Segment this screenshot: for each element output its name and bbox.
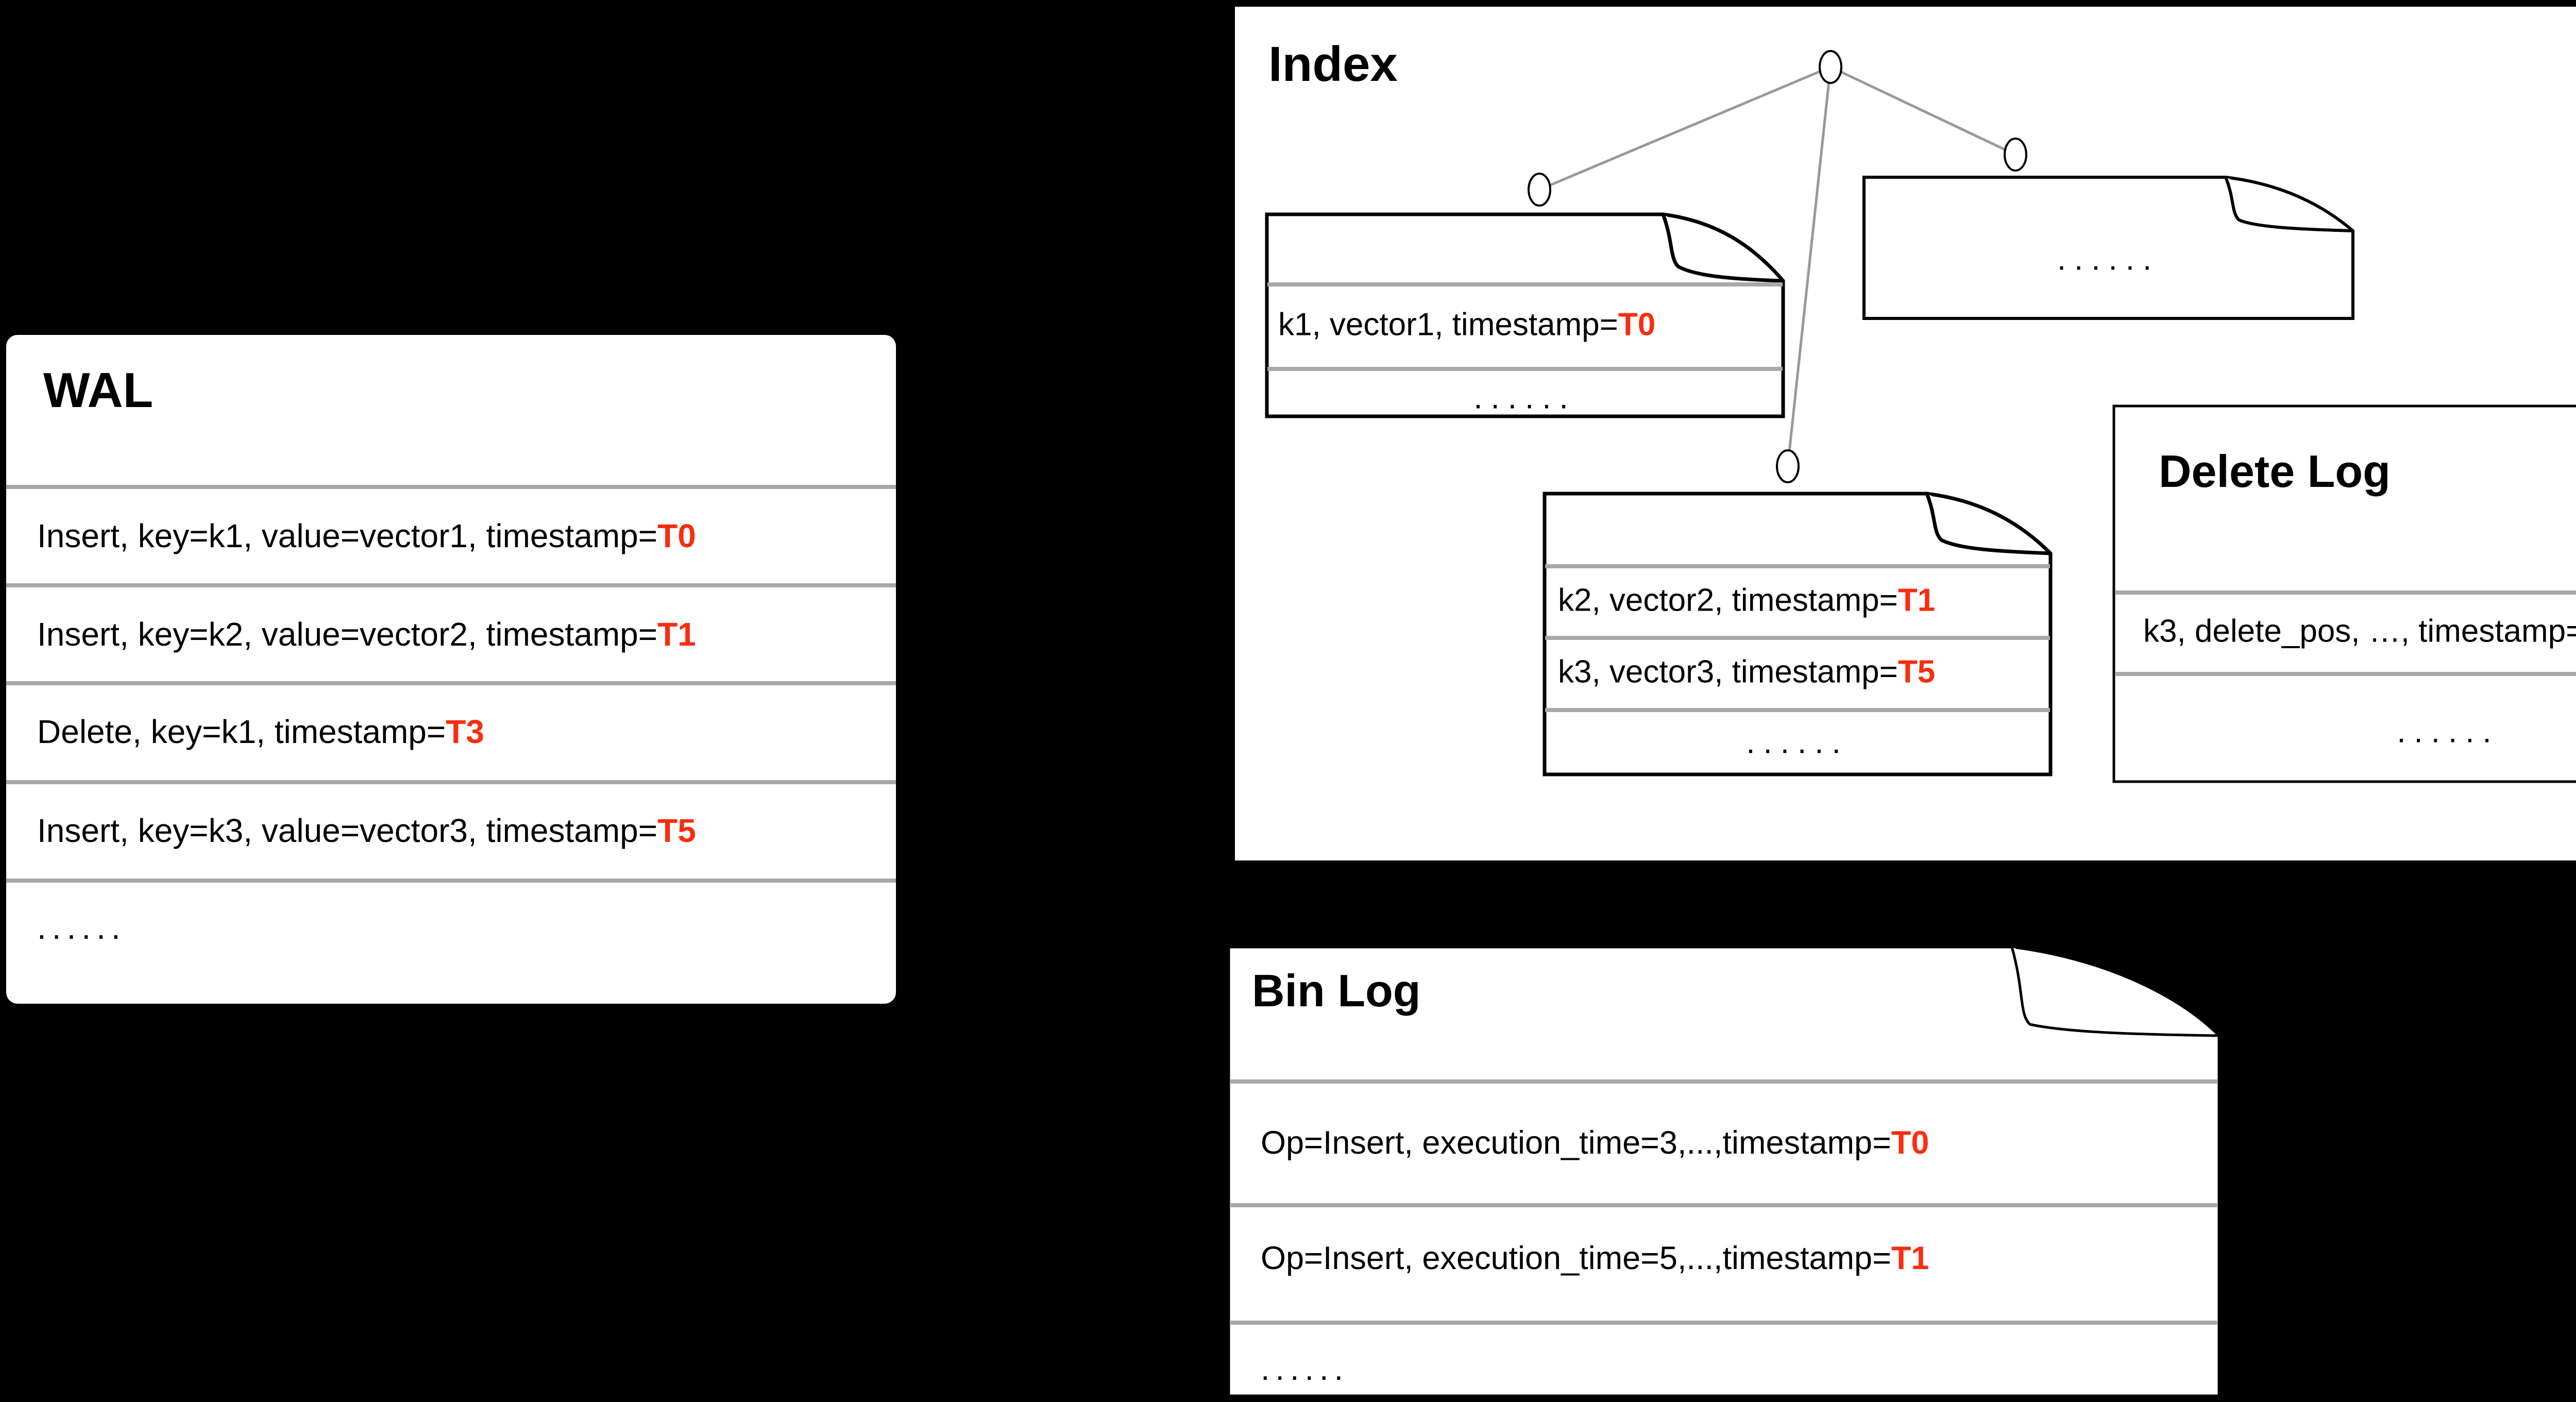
tree-root-node-icon: [1819, 50, 1842, 84]
tree-edge: [1829, 65, 2016, 156]
wal-title: WAL: [43, 363, 154, 418]
wal-log-entry: Delete, key=k1, timestamp=T3: [37, 713, 484, 751]
segment-row-ellipsis: ......: [1543, 724, 2053, 761]
segment-row-ellipsis: ......: [1862, 241, 2354, 278]
wal-entry-text: Insert, key=k2, value=vector2, timestamp…: [37, 616, 658, 653]
bin-log-entry-text: ......: [1261, 1351, 1349, 1387]
document-page-icon: [1862, 176, 2354, 320]
segment-row-text: k3, vector3, timestamp=: [1558, 654, 1898, 690]
delete-log-entry-text: k3, delete_pos, …, timestamp=: [2143, 613, 2576, 649]
wal-separator: [6, 780, 896, 784]
wal-separator: [6, 879, 896, 883]
doc-separator: [1230, 1203, 2218, 1207]
timestamp-highlight: T0: [1618, 307, 1656, 343]
timestamp-highlight: T5: [657, 812, 696, 849]
document-page-icon: [1543, 492, 2053, 776]
tree-edge: [1539, 65, 1831, 191]
delete-log-entry-ellipsis: ......: [2112, 714, 2576, 750]
segment-row: k3, vector3, timestamp=T5: [1558, 654, 1935, 690]
segment-row-text: ......: [1746, 724, 1849, 761]
wal-log-entry: Insert, key=k2, value=vector2, timestamp…: [37, 615, 696, 653]
timestamp-highlight: T0: [657, 517, 696, 554]
document-page-icon: [1265, 212, 1785, 418]
delete-log-entry-text: ......: [2397, 714, 2500, 750]
index-segment-doc-more: ......: [1862, 176, 2354, 320]
segment-row: k2, vector2, timestamp=T1: [1558, 582, 1935, 619]
tree-edge: [1786, 66, 1832, 467]
doc-separator: [2115, 672, 2576, 676]
document-page-icon: [1227, 945, 2221, 1397]
doc-separator: [1230, 1321, 2218, 1325]
delete-log-doc: Delete Log k3, delete_pos, …, timestamp=…: [2112, 404, 2576, 783]
segment-row-text: k2, vector2, timestamp=: [1558, 582, 1898, 618]
segment-row-text: k1, vector1, timestamp=: [1278, 307, 1618, 343]
wal-log-entry-ellipsis: ......: [37, 908, 126, 947]
doc-separator: [1545, 708, 2050, 712]
wal-entry-text: Delete, key=k1, timestamp=: [37, 713, 446, 750]
doc-separator: [1230, 1079, 2218, 1084]
bin-log-entry: Op=Insert, execution_time=5,...,timestam…: [1261, 1240, 1929, 1277]
delete-log-entry: k3, delete_pos, …, timestamp=T3: [2143, 613, 2576, 650]
doc-separator: [1267, 367, 1783, 371]
timestamp-highlight: T1: [1891, 1240, 1929, 1276]
timestamp-highlight: T1: [1897, 582, 1936, 618]
bin-log-entry-text: Op=Insert, execution_time=5,...,timestam…: [1261, 1240, 1891, 1276]
doc-separator: [1545, 564, 2050, 568]
wal-entry-text: ......: [37, 909, 126, 946]
segment-row-text: ......: [2057, 241, 2160, 277]
segment-row: k1, vector1, timestamp=T0: [1278, 307, 1655, 343]
wal-entry-text: Insert, key=k3, value=vector3, timestamp…: [37, 812, 658, 849]
delete-log-title: Delete Log: [2159, 446, 2391, 497]
wal-entry-text: Insert, key=k1, value=vector1, timestamp…: [37, 517, 658, 554]
tree-mid-node-icon: [1776, 449, 1800, 483]
wal-separator: [6, 681, 896, 685]
bin-log-entry-text: Op=Insert, execution_time=3,...,timestam…: [1261, 1125, 1891, 1161]
bin-log-entry: Op=Insert, execution_time=3,...,timestam…: [1261, 1124, 1929, 1161]
bin-log-entry-ellipsis: ......: [1261, 1350, 1349, 1388]
bin-log-title: Bin Log: [1252, 965, 1421, 1016]
index-title: Index: [1268, 37, 1398, 92]
tree-right-node-icon: [2004, 138, 2027, 172]
index-tree-graph: [1528, 50, 2027, 483]
index-segment-doc-k2-k3: k2, vector2, timestamp=T1 k3, vector3, t…: [1543, 492, 2053, 776]
timestamp-highlight: T5: [1897, 654, 1936, 690]
index-segment-doc-k1: k1, vector1, timestamp=T0 ......: [1265, 212, 1785, 418]
wal-log-entry: Insert, key=k3, value=vector3, timestamp…: [37, 812, 696, 850]
wal-panel: WAL Insert, key=k1, value=vector1, times…: [6, 335, 896, 1004]
tree-left-node-icon: [1528, 173, 1551, 207]
wal-separator: [6, 485, 896, 489]
index-panel: Index k1, vector1, timestamp=T0 ......: [1235, 7, 2576, 860]
doc-separator: [2115, 590, 2576, 595]
doc-separator: [1267, 282, 1783, 286]
wal-separator: [6, 583, 896, 587]
wal-log-entry: Insert, key=k1, value=vector1, timestamp…: [37, 517, 696, 555]
segment-row-ellipsis: ......: [1265, 380, 1785, 416]
bin-log-doc: Bin Log Op=Insert, execution_time=3,...,…: [1227, 945, 2221, 1397]
timestamp-highlight: T3: [446, 713, 484, 750]
timestamp-highlight: T1: [657, 616, 696, 653]
doc-separator: [1545, 636, 2050, 640]
timestamp-highlight: T0: [1891, 1125, 1929, 1161]
segment-row-text: ......: [1473, 380, 1577, 416]
